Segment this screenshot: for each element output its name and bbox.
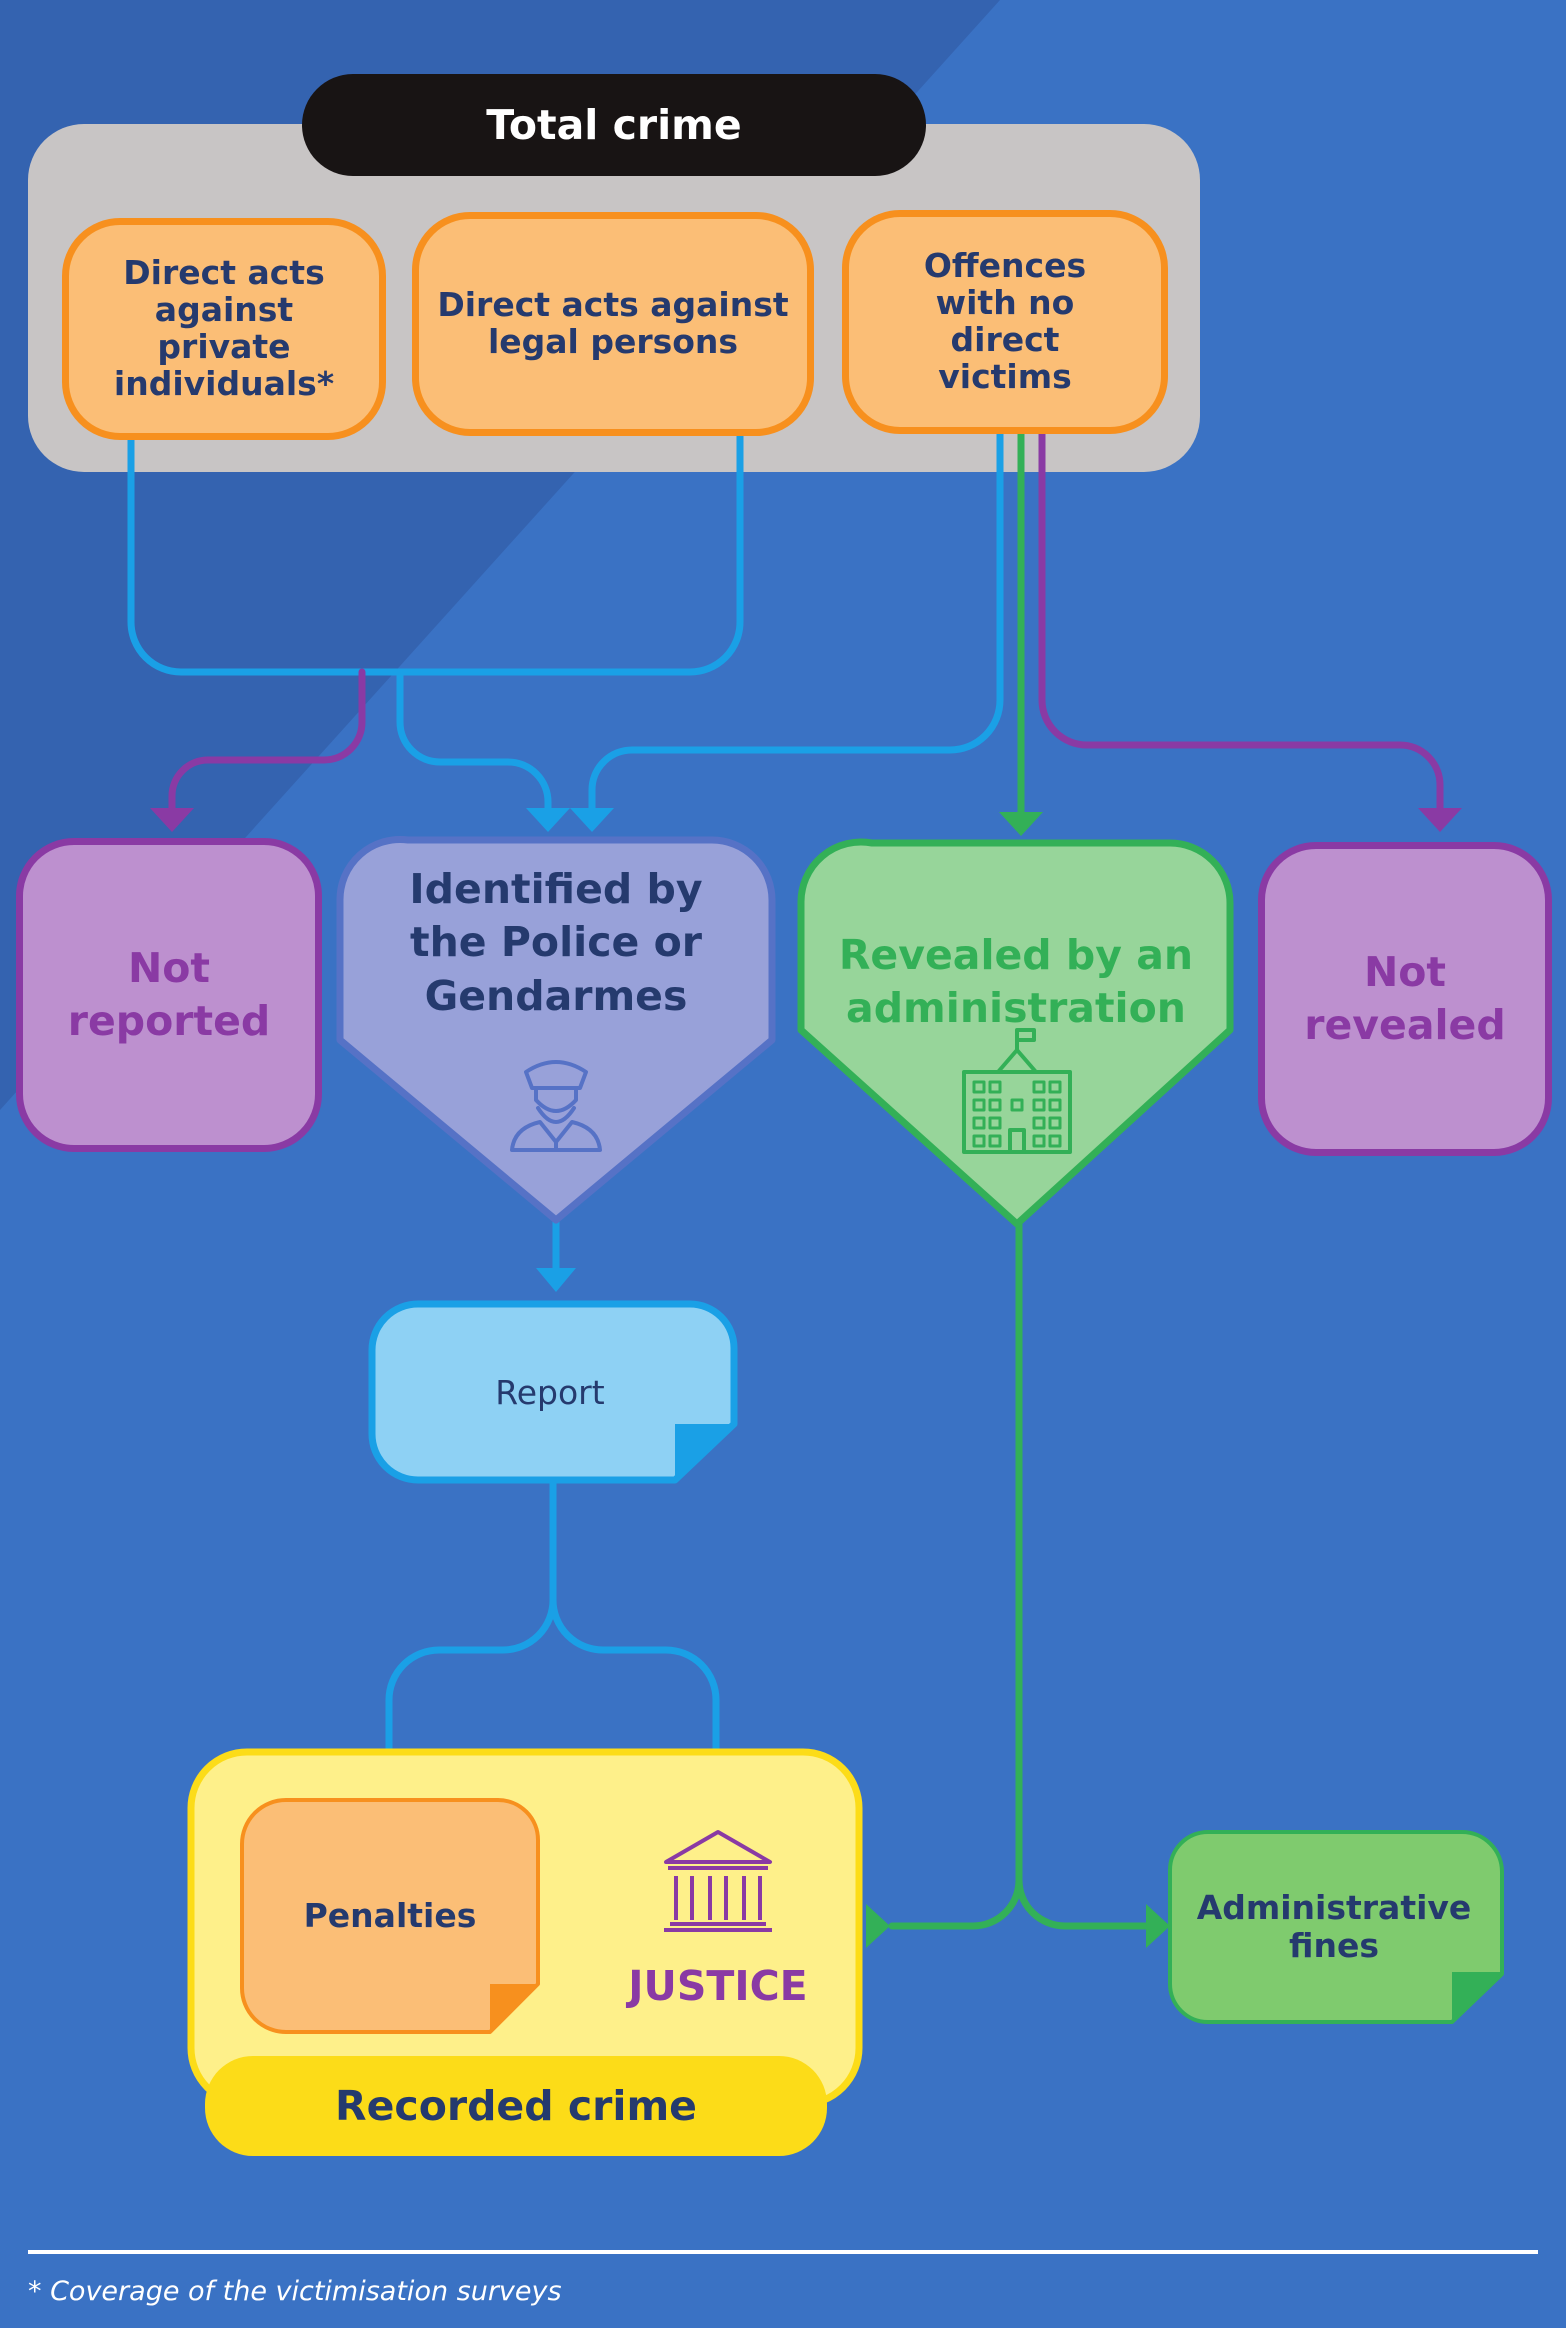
footnote-rule: [28, 2250, 1538, 2254]
arrowhead: [526, 808, 570, 832]
report-label: Report: [495, 1372, 605, 1412]
total-crime-title: Total crime: [486, 101, 742, 149]
police-shield-shape: [336, 835, 776, 1224]
blue-merge-line: [127, 432, 744, 676]
penalties-label: Penalties: [303, 1895, 477, 1935]
penalties-fold: [490, 1984, 538, 2032]
report-fold: [675, 1424, 734, 1480]
fines-fold: [1452, 1972, 1502, 2022]
footnote: * Coverage of the victimisation surveys: [28, 2276, 562, 2307]
arrowhead: [570, 808, 614, 832]
fines-note-shape: [1168, 1830, 1504, 2024]
recorded-crime-label: Recorded crime: [335, 2082, 697, 2130]
report-note-shape: [368, 1300, 738, 1484]
arrowhead: [1146, 1904, 1170, 1948]
purple-to-not-reported-line: [168, 668, 366, 824]
box-private-individuals: Direct acts against private individuals*: [62, 218, 386, 440]
blue-to-police-line: [396, 668, 552, 824]
not-reported-box: Not reported: [16, 838, 322, 1152]
penalties-note-shape: [240, 1798, 540, 2034]
purple-to-not-revealed-line: [1038, 428, 1444, 824]
administration-label: Revealed by an administration: [838, 930, 1194, 1032]
box-legal-persons: Direct acts against legal persons: [412, 212, 814, 436]
arrowhead: [536, 1268, 576, 1292]
total-crime-header: Total crime: [302, 74, 926, 176]
box-no-direct-victims: Offences with no direct victims: [842, 210, 1168, 434]
arrowhead: [1418, 808, 1462, 832]
administrative-fines-label: Administrative fines: [1196, 1888, 1472, 1965]
green-to-fines-line: [1015, 1876, 1154, 1930]
green-to-recorded-line: [888, 1216, 1023, 1930]
courthouse-icon: [664, 1830, 772, 1932]
building-icon: [962, 1028, 1072, 1154]
police-label: Identified by the Police or Gendarmes: [409, 865, 703, 1020]
police-officer-icon: [510, 1060, 602, 1152]
recorded-crime-banner: [205, 2056, 827, 2156]
blue-to-justice-line: [549, 1596, 720, 1784]
not-revealed-box: Not revealed: [1258, 842, 1552, 1156]
arrowhead: [866, 1904, 890, 1948]
arrowhead: [999, 812, 1043, 836]
arrowhead: [150, 808, 194, 832]
blue-offences-to-police-line: [588, 428, 1004, 824]
blue-to-penalties-line: [385, 1476, 557, 1784]
justice-label: JUSTICE: [628, 1962, 808, 2010]
